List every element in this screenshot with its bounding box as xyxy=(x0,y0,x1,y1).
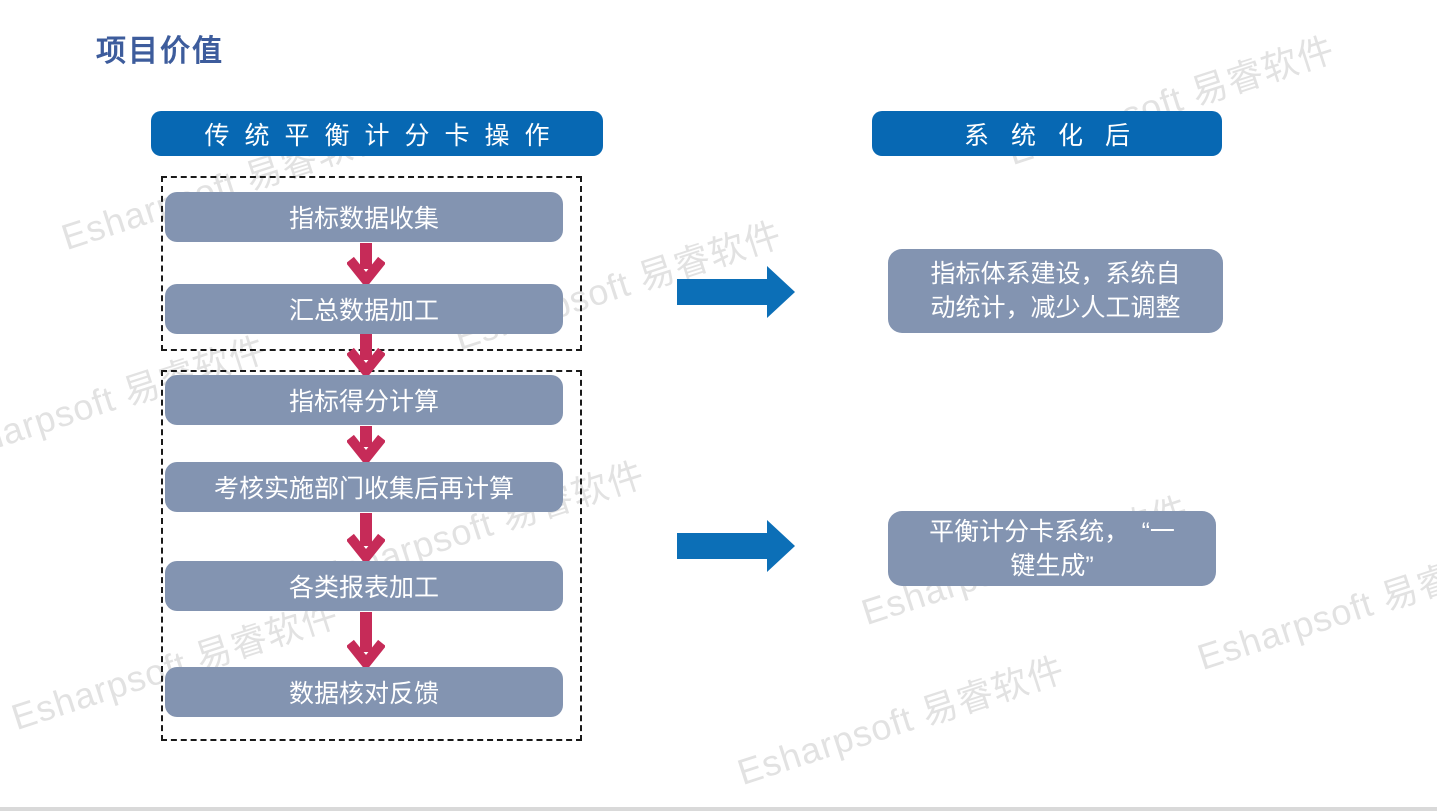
right-arrow-body xyxy=(677,532,767,559)
right-column-header: 系统化后 xyxy=(872,111,1222,156)
flow-step-5: 各类报表加工 xyxy=(165,561,563,611)
flow-step-2: 汇总数据加工 xyxy=(165,284,563,334)
down-arrow-icon xyxy=(347,334,385,375)
result-box-1: 指标体系建设，系统自 动统计，减少人工调整 xyxy=(888,249,1223,333)
flow-step-6: 数据核对反馈 xyxy=(165,667,563,717)
down-arrow-icon xyxy=(347,426,385,462)
watermark-text: Esharpsoft 易睿软件 xyxy=(1192,533,1437,678)
result-box-2: 平衡计分卡系统， “一 键生成” xyxy=(888,511,1216,586)
flow-step-3: 指标得分计算 xyxy=(165,375,563,425)
right-arrow-head xyxy=(767,519,795,572)
right-arrow-icon xyxy=(677,519,795,572)
down-arrow-icon xyxy=(347,612,385,667)
flow-step-4: 考核实施部门收集后再计算 xyxy=(165,462,563,512)
page-title: 项目价值 xyxy=(96,35,224,68)
down-arrow-icon xyxy=(347,243,385,284)
bottom-divider xyxy=(0,807,1437,811)
watermark-text: Esharpsoft 易睿软件 xyxy=(732,648,1070,793)
down-arrow-icon xyxy=(347,513,385,561)
left-column-header: 传统平衡计分卡操作 xyxy=(151,111,603,156)
right-arrow-icon xyxy=(677,265,795,318)
right-arrow-body xyxy=(677,278,767,305)
right-arrow-head xyxy=(767,265,795,318)
flow-step-1: 指标数据收集 xyxy=(165,192,563,242)
